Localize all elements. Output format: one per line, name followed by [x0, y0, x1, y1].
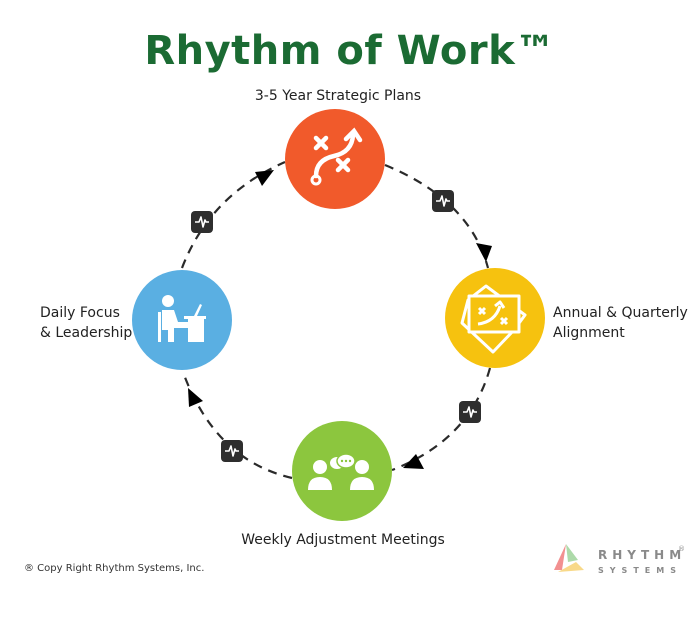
stage-label-weekly: Weekly Adjustment Meetings	[241, 532, 445, 548]
heartbeat-pulse-icon	[190, 210, 214, 234]
heartbeat-pulse-icon	[220, 439, 244, 463]
heartbeat-pulse-icon	[431, 189, 455, 213]
strategy-play-icon	[310, 127, 363, 186]
logo-rhythm-text: RHYTHM	[598, 548, 687, 562]
label-line: Daily Focus	[40, 305, 120, 321]
heartbeat-pulse-icon	[458, 400, 482, 424]
logo-systems-text: SYSTEMS	[598, 566, 682, 575]
arrow-head-icon	[403, 454, 424, 469]
person-at-desk-icon	[158, 295, 206, 342]
stage-label-strategic: 3-5 Year Strategic Plans	[254, 88, 422, 104]
copyright-notice: ® Copy Right Rhythm Systems, Inc.	[24, 563, 205, 574]
stage-strategic-plans	[285, 109, 385, 209]
rhythm-systems-logo-mark	[554, 544, 584, 572]
arrow-head-icon	[476, 243, 492, 262]
label-line: Annual & Quarterly	[553, 305, 688, 321]
label-line: Alignment	[553, 325, 625, 341]
stage-weekly-meetings	[292, 421, 392, 521]
stage-annual-quarterly-alignment	[445, 268, 545, 368]
meeting-people-icon	[308, 453, 374, 490]
arrow-head-icon	[255, 170, 274, 186]
diagram-title: Rhythm of Work™	[144, 28, 556, 74]
playbook-board-icon	[460, 284, 527, 354]
logo-registered-mark: ®	[678, 545, 685, 553]
stage-label-annual: Annual & Quarterly Alignment	[553, 303, 688, 343]
arrow-head-icon	[188, 388, 203, 407]
label-line: & Leadership	[40, 325, 133, 341]
stage-label-daily: Daily Focus & Leadership	[40, 303, 132, 343]
stage-daily-focus	[132, 270, 232, 370]
